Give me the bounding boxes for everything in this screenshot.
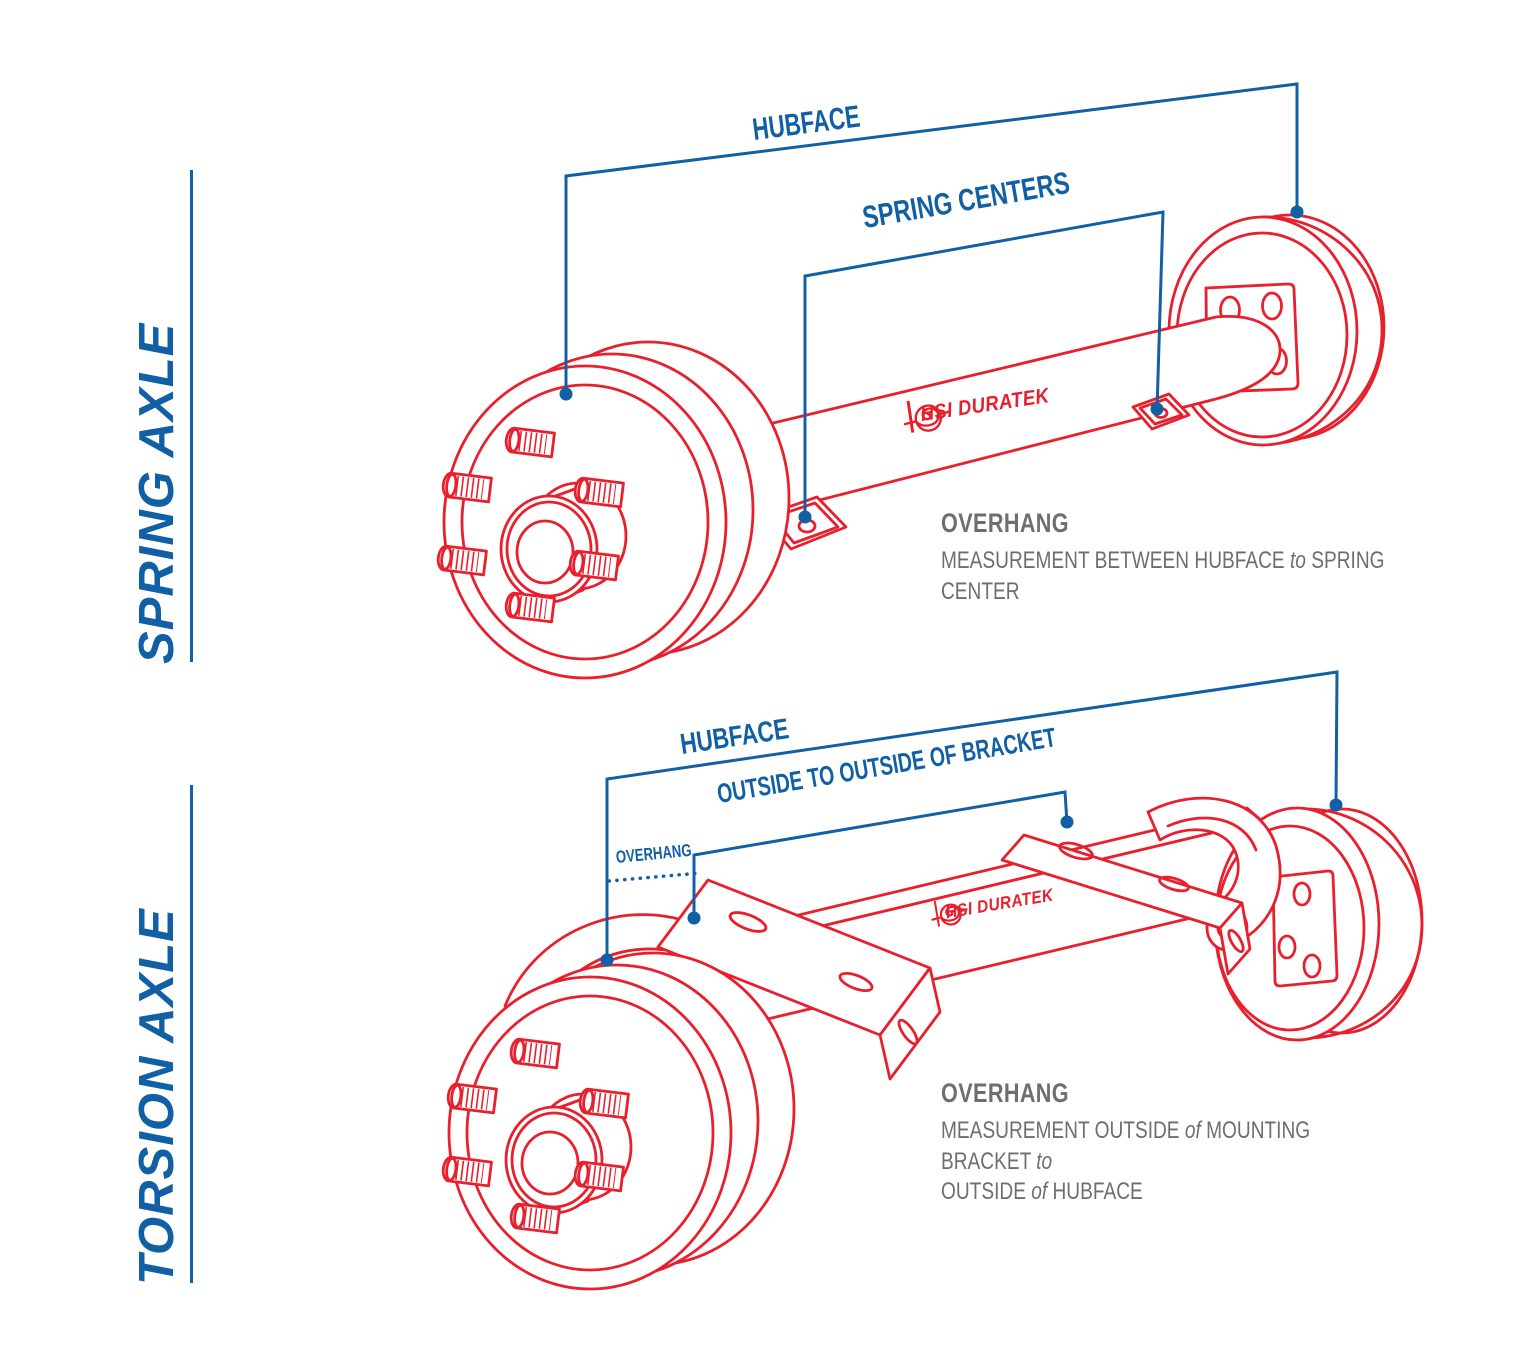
spring-axle-tube <box>696 315 1282 533</box>
torsion-axle-section-label: TORSION AXLE <box>130 908 184 1285</box>
spring-axle-section-rule <box>190 170 193 662</box>
torsion-axle-section-rule <box>190 785 193 1283</box>
hsi-duratek-logo-icon <box>903 404 950 432</box>
hub <box>504 1092 633 1215</box>
torsion-overhang-leader-line <box>607 871 702 883</box>
spring-axle-section-label: SPRING AXLE <box>130 322 184 664</box>
torsion-hubface-dimension-line <box>600 670 1343 967</box>
spring-left-brake-drum <box>437 340 791 680</box>
hub <box>499 481 628 604</box>
torsion-right-mounting-bracket <box>1000 833 1252 976</box>
spring-overhang-note-title: OVERHANG <box>941 508 1070 538</box>
spring-centers-dimension-line <box>798 210 1165 524</box>
torsion-overhang-note-description: MEASUREMENT OUTSIDE of MOUNTING BRACKET … <box>941 1117 1311 1206</box>
spring-overhang-note: OVERHANG MEASUREMENT BETWEEN HUBFACE to … <box>941 508 1526 607</box>
torsion-left-brake-drum <box>442 951 796 1291</box>
torsion-left-mounting-bracket <box>656 878 942 1081</box>
spring-overhang-note-description: MEASUREMENT BETWEEN HUBFACE to SPRING CE… <box>941 547 1385 605</box>
torsion-axle-brand: HSI DURATEK <box>928 879 1070 928</box>
torsion-overhang-note-title: OVERHANG <box>941 1078 1070 1108</box>
torsion-right-brake-flange <box>1271 869 1339 988</box>
spring-axle-drawing <box>437 82 1386 680</box>
torsion-axle-drawing <box>442 670 1424 1291</box>
spring-axle-brand: HSI DURATEK <box>900 378 1069 434</box>
hsi-duratek-logo-icon <box>931 903 968 926</box>
spring-hubface-dimension-line <box>559 82 1304 401</box>
torsion-outside-bracket-dimension-line <box>687 790 1074 925</box>
torsion-overhang-note: OVERHANG MEASUREMENT OUTSIDE of MOUNTING… <box>941 1078 1526 1208</box>
